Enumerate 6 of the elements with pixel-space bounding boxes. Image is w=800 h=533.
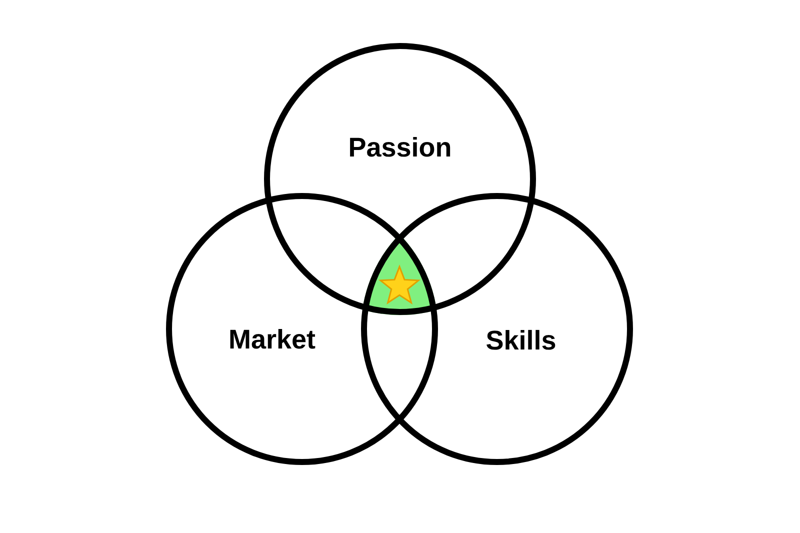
circle-label: Market	[228, 324, 316, 356]
circle-label: Skills	[486, 326, 556, 356]
venn-circle	[361, 193, 633, 465]
venn-circle	[264, 43, 536, 315]
venn-circle	[166, 193, 438, 465]
circle-label: Passion	[348, 132, 452, 164]
